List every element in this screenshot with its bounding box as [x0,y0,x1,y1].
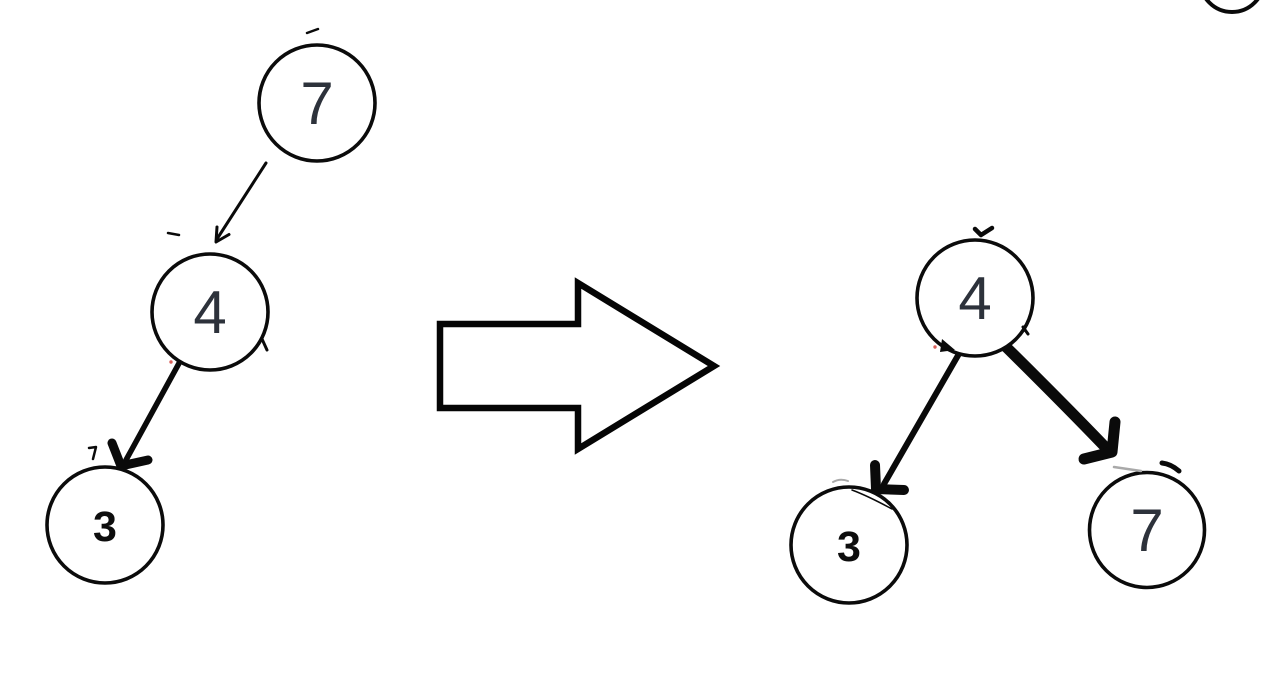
edge-7-4-red-arrow-icon [214,161,268,244]
node-label: 7 [1130,497,1163,564]
edge-line [123,353,186,463]
node-label: 7 [300,70,333,137]
edge-line [993,334,1115,457]
node-circle [789,485,909,605]
edge-4-7-thick-arrow-icon [993,334,1121,465]
stray-tick [1021,325,1030,336]
right-tree: 4 3 7 [789,225,1207,605]
stray-squiggle [851,489,893,510]
stray-dash [166,231,181,237]
stray-arrowhead-icon [940,339,955,352]
node-circle [1087,470,1207,590]
tree-node-7: 7 [1087,470,1207,590]
stray-tick [260,337,269,352]
tree-node-4: 4 [150,252,270,372]
node-label: 4 [193,279,226,346]
stray-gray-dash [832,478,849,483]
tree-node-3: 3 [789,485,909,605]
block-arrow-right-icon [436,277,721,455]
node-circle [150,252,270,372]
stray-red-dot [169,360,173,364]
arrowhead-icon [107,438,153,471]
arrowhead-icon [1078,416,1121,465]
red-check-mark-icon [972,225,995,238]
left-tree: 7 4 3 [45,43,377,585]
node-label: 4 [958,265,991,332]
arrowhead-icon [214,225,231,244]
stray-corner-mark [87,445,98,461]
node-circle [257,43,377,163]
transform-block-arrow [436,277,721,455]
node-label: 3 [93,503,117,551]
edge-4-3-arrow-icon [870,349,963,495]
edge-line [215,161,268,241]
stray-red-dot [933,345,937,349]
edge-4-3-arrow-icon [107,353,186,471]
node-circle [915,238,1035,358]
partial-circle-top-right [1204,0,1260,14]
stray-flick [1159,460,1182,474]
node-label: 3 [837,523,861,571]
stray-gray-dash [1112,465,1143,473]
tree-node-7: 7 [257,43,377,163]
stray-dash [305,27,320,35]
tree-node-3: 3 [45,465,165,585]
arrowhead-icon [870,460,909,495]
tree-node-4: 4 [915,238,1035,358]
edge-line [881,349,963,487]
stray-marks [87,27,1182,510]
node-circle [45,465,165,585]
